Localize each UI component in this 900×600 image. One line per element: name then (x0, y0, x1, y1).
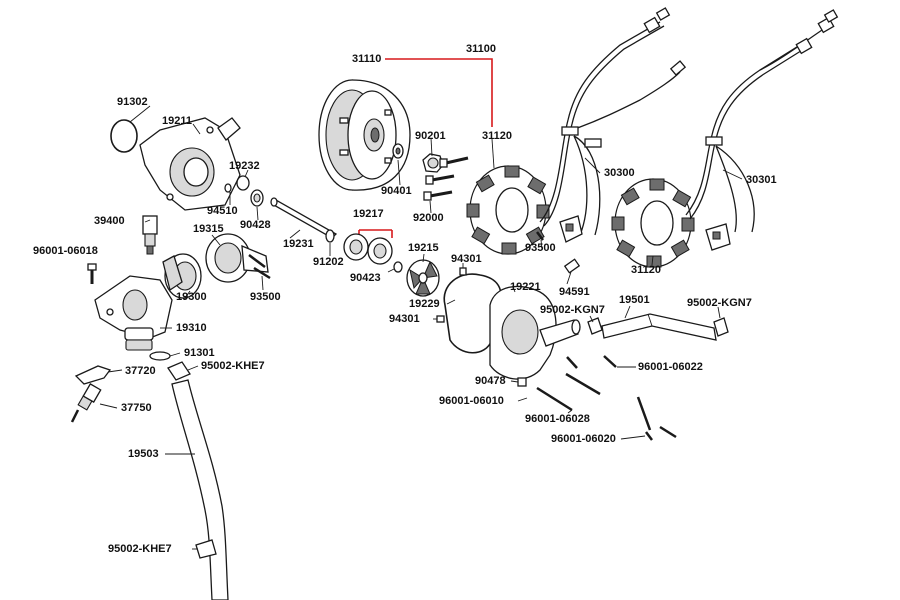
callout-90478: 90478 (475, 375, 506, 387)
callout-19231: 19231 (283, 238, 314, 250)
callout-31110: 31110 (352, 53, 382, 65)
clamp-95002-KGN7-right (713, 317, 729, 337)
callout-19315: 19315 (193, 223, 224, 235)
callout-19232: 19232 (229, 160, 260, 172)
callout-91301: 91301 (184, 347, 215, 359)
callout-94591: 94591 (559, 286, 590, 298)
pickup-sensor-right (705, 223, 731, 251)
callout-90423: 90423 (350, 272, 381, 284)
impeller-19215 (406, 259, 440, 297)
callout-39400: 39400 (94, 215, 125, 227)
bearings-19217 (343, 233, 393, 265)
callout-93500-left: 93500 (250, 291, 281, 303)
washers-19232-94510-90428 (224, 175, 264, 207)
callout-96001-06018: 96001-06018 (33, 245, 98, 257)
water-pump-cover-19221 (489, 285, 581, 380)
callout-96001-06010: 96001-06010 (439, 395, 504, 407)
callout-93500-right: 93500 (525, 242, 556, 254)
callout-19211: 19211 (162, 115, 192, 127)
callout-31120-upper: 31120 (482, 130, 512, 142)
callout-31100: 31100 (466, 43, 496, 55)
callout-92000: 92000 (413, 212, 444, 224)
stator-31120-left (466, 165, 550, 255)
callout-31120-lower: 31120 (631, 264, 661, 276)
bolts-93500-left (248, 254, 271, 280)
callout-94510: 94510 (207, 205, 238, 217)
callout-19229: 19229 (409, 298, 440, 310)
callout-19310: 19310 (176, 322, 207, 334)
callout-19217: 19217 (353, 208, 384, 220)
clamp-95002-KHE7-top (167, 361, 191, 381)
washer-90423 (393, 261, 403, 273)
stator-31120-right (611, 178, 695, 268)
callout-37720: 37720 (125, 365, 156, 377)
pickup-sensor-left (559, 215, 583, 243)
pin-94301-upper (459, 267, 467, 276)
callout-19300: 19300 (176, 291, 207, 303)
callout-94301-upper: 94301 (451, 253, 482, 265)
callout-95002-KGN7-right: 95002-KGN7 (687, 297, 752, 309)
thermostat-housing-19211 (139, 117, 241, 211)
wire-harness-30301 (685, 9, 839, 233)
callout-19221: 19221 (510, 281, 541, 293)
pump-shaft-19231 (270, 197, 338, 239)
callout-90401: 90401 (381, 185, 412, 197)
callout-95002-KGN7-left: 95002-KGN7 (540, 304, 605, 316)
gasket-19229 (443, 273, 502, 354)
bolts-92000 (423, 156, 469, 201)
callout-95002-KHE7-top: 95002-KHE7 (201, 360, 265, 372)
o-ring-91302 (110, 119, 138, 153)
callout-37750: 37750 (121, 402, 152, 414)
callout-30301: 30301 (746, 174, 777, 186)
bleed-bolt-96001-06018 (87, 263, 97, 284)
spring-94591 (563, 258, 581, 274)
callout-90428: 90428 (240, 219, 271, 231)
callout-96001-06022: 96001-06022 (638, 361, 703, 373)
thermostat-19300 (162, 253, 202, 299)
bracket-37720 (74, 365, 112, 385)
leader-lines (99, 105, 743, 550)
thermostat-body-19310 (94, 275, 173, 351)
callout-19501: 19501 (619, 294, 650, 306)
callout-19215: 19215 (408, 242, 439, 254)
callout-30300: 30300 (604, 167, 635, 179)
hose-19503 (171, 379, 229, 600)
temp-sensor-39400 (142, 215, 158, 255)
pin-94301-lower (436, 315, 445, 323)
washer-hole (395, 147, 401, 155)
wire-harness-30300 (539, 7, 687, 236)
clamp-95002-KHE7-bottom (195, 539, 217, 559)
washer-90478 (517, 377, 527, 387)
o-ring-91301 (149, 351, 171, 361)
flywheel-rotor-31110 (318, 79, 411, 191)
callout-19503: 19503 (128, 448, 159, 460)
callout-96001-06020: 96001-06020 (551, 433, 616, 445)
callout-94301-lower: 94301 (389, 313, 420, 325)
circlip-91202 (325, 229, 335, 243)
clamp-95002-KGN7-left (587, 317, 603, 335)
screw-93500-right (536, 231, 544, 241)
callout-90201: 90201 (415, 130, 446, 142)
callout-95002-KHE7-bottom: 95002-KHE7 (108, 543, 172, 555)
bolts-96001 (517, 355, 677, 441)
callout-91202: 91202 (313, 256, 344, 268)
thermostat-cover-19315 (205, 233, 269, 283)
callout-91302: 91302 (117, 96, 148, 108)
callout-96001-06028: 96001-06028 (525, 413, 590, 425)
hose-19501 (601, 313, 717, 341)
sensor-37750 (70, 383, 102, 423)
